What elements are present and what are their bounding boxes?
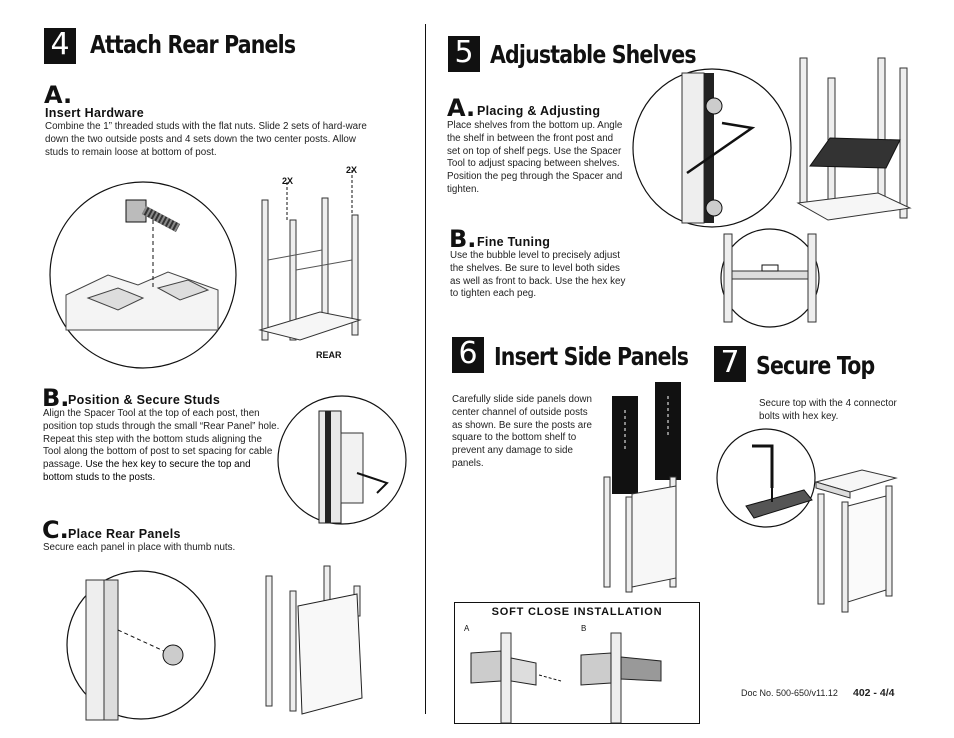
step-6-title: Insert Side Panels xyxy=(494,342,689,371)
rack-frame-rear-studs-illustration xyxy=(258,170,362,341)
step-7-text: Secure top with the 4 connector bolts wi… xyxy=(759,398,897,422)
step-5b-text: Use the bubble level to precisely adjust… xyxy=(450,250,626,300)
step-6-text: Carefully slide side panels down center … xyxy=(452,394,592,469)
rack-with-top-illustration xyxy=(814,469,898,613)
step-4c-text: Secure each panel in place with thumb nu… xyxy=(43,542,236,553)
soft-close-label-b: B xyxy=(581,624,587,633)
step-4c-heading: Place Rear Panels xyxy=(68,527,181,541)
label-rear: REAR xyxy=(316,350,342,360)
step-4b-text-emphasis: Use the hex key to secure the top and bo… xyxy=(43,459,251,483)
step-5b-letter: B. xyxy=(449,225,477,253)
step-5a-heading: Placing & Adjusting xyxy=(477,104,601,118)
step-7-number-badge: 7 xyxy=(714,346,746,382)
spacer-tool-post-detail-illustration xyxy=(277,395,407,525)
step-4b-letter: B. xyxy=(42,384,70,412)
stud-and-nut-detail-illustration xyxy=(49,181,237,369)
step-4-title: Attach Rear Panels xyxy=(90,30,296,59)
soft-close-installation-box: SOFT CLOSE INSTALLATION A B xyxy=(454,602,700,724)
side-panels-insertion-illustration xyxy=(603,382,681,593)
step-4b-text-main: Align the Spacer Tool at the top of each… xyxy=(43,408,280,471)
rack-rear-panel-installed-illustration xyxy=(265,565,363,715)
bubble-level-detail-illustration xyxy=(720,228,820,328)
soft-close-hinge-b-illustration xyxy=(580,632,662,724)
connector-bolt-detail-illustration xyxy=(716,428,816,528)
step-5-title: Adjustable Shelves xyxy=(490,40,697,69)
shelf-peg-spacer-detail-illustration xyxy=(632,68,792,228)
rack-with-shelf-illustration xyxy=(796,57,912,221)
soft-close-title: SOFT CLOSE INSTALLATION xyxy=(491,606,663,618)
step-5a-letter: A. xyxy=(447,94,476,122)
step-6-number-badge: 6 xyxy=(452,337,484,373)
step-4b-heading: Position & Secure Studs xyxy=(68,393,221,407)
page-number: 402 - 4/4 xyxy=(853,687,895,699)
step-5a-text: Place shelves from the bottom up. Angle … xyxy=(447,120,623,195)
step-4-number-badge: 4 xyxy=(44,28,76,64)
step-4c-letter: C. xyxy=(42,516,69,544)
doc-number: Doc No. 500-650/v11.12 xyxy=(741,688,838,698)
step-4a-text: Combine the 1” threaded studs with the f… xyxy=(45,121,367,158)
step-7-title: Secure Top xyxy=(756,351,875,380)
label-2x-left: 2X xyxy=(282,176,294,186)
step-5-number-badge: 5 xyxy=(448,36,480,72)
column-divider xyxy=(425,24,426,714)
soft-close-label-a: A xyxy=(464,624,470,633)
thumb-nut-detail-illustration xyxy=(66,570,216,721)
step-4b-text: Align the Spacer Tool at the top of each… xyxy=(43,408,281,485)
soft-close-title-bar: SOFT CLOSE INSTALLATION xyxy=(455,603,699,621)
step-4a-heading: Insert Hardware xyxy=(45,106,144,120)
step-4a-letter: A. xyxy=(44,81,73,109)
soft-close-hinge-a-illustration xyxy=(470,632,562,724)
step-5b-heading: Fine Tuning xyxy=(477,235,551,249)
label-2x-right: 2X xyxy=(346,165,358,175)
